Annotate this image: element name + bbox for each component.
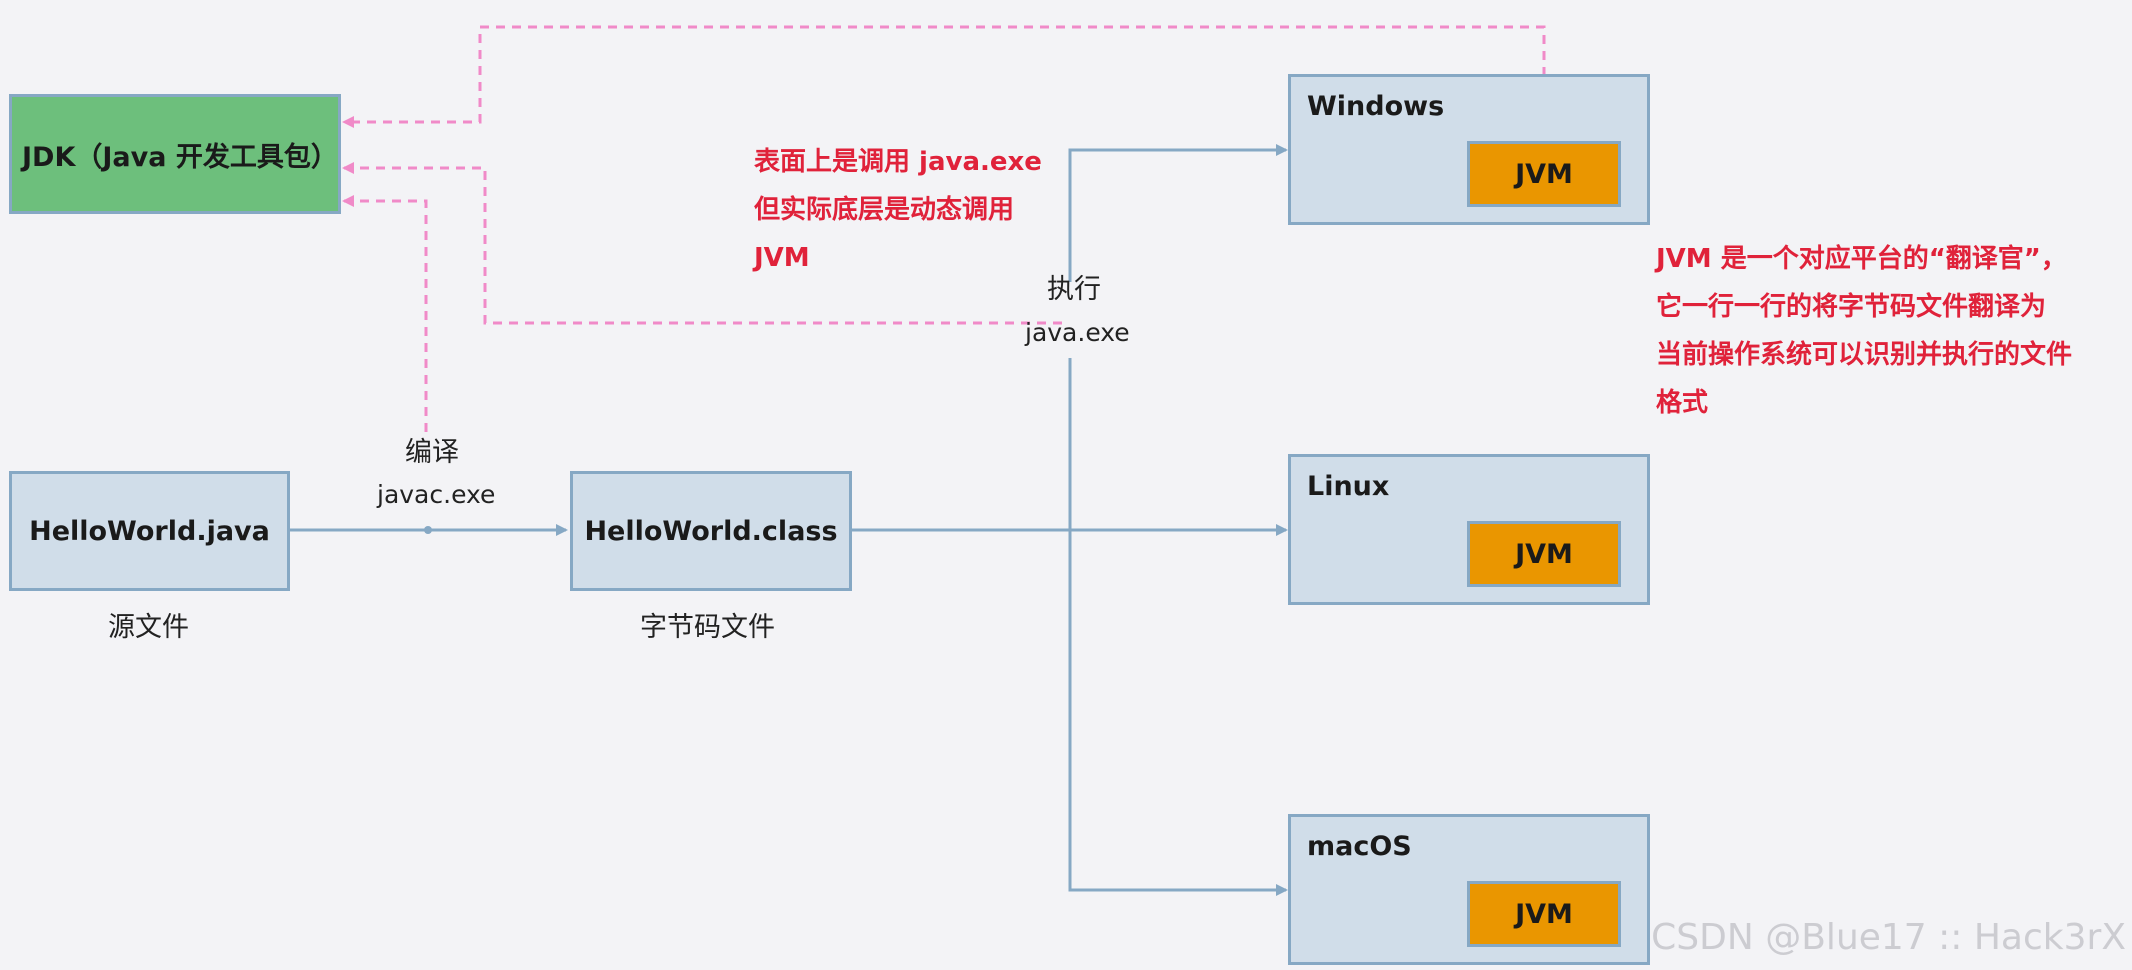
java-exe-to-jdk-dashed-arrow	[342, 162, 1062, 325]
macos-jvm-box: JVM	[1467, 881, 1621, 947]
windows-jvm-box: JVM	[1467, 141, 1621, 207]
compile-junction-dot	[424, 526, 432, 534]
platform-linux: Linux JVM	[1288, 454, 1650, 605]
jvm-to-jdk-dashed-arrow	[342, 25, 1546, 140]
jvm-note-line-1: JVM 是一个对应平台的“翻译官”，	[1656, 244, 2067, 274]
jvm-note-line-2: 它一行一行的将字节码文件翻译为	[1656, 292, 2047, 322]
execute-command-label: java.exe	[1025, 318, 1130, 347]
platform-windows-title: Windows	[1307, 91, 1445, 122]
jvm-note-line-4: 格式	[1656, 388, 1709, 418]
execute-label: 执行	[1047, 274, 1101, 305]
source-file-label: HelloWorld.java	[29, 515, 270, 547]
watermark: CSDN @Blue17 :: Hack3rX	[1651, 917, 2126, 958]
java-exe-note-line-2: 但实际底层是动态调用	[754, 195, 1015, 225]
class-file-caption: 字节码文件	[640, 612, 775, 643]
platform-macos: macOS JVM	[1288, 814, 1650, 965]
jvm-note: JVM 是一个对应平台的“翻译官”， 它一行一行的将字节码文件翻译为 当前操作系…	[1656, 235, 2072, 427]
java-exe-note: 表面上是调用 java.exe 但实际底层是动态调用 JVM	[754, 138, 1042, 282]
linux-jvm-label: JVM	[1515, 538, 1573, 570]
platform-windows: Windows JVM	[1288, 74, 1650, 225]
compile-command-label: javac.exe	[377, 480, 496, 509]
jvm-note-line-3: 当前操作系统可以识别并执行的文件	[1656, 340, 2073, 370]
linux-jvm-box: JVM	[1467, 521, 1621, 587]
javac-exe-to-jdk-dashed-arrow	[342, 195, 428, 432]
jdk-label: JDK（Java 开发工具包）	[22, 141, 338, 173]
windows-jvm-label: JVM	[1515, 158, 1573, 190]
execute-arrow-windows	[1068, 144, 1288, 282]
execute-arrow-macos	[1068, 358, 1288, 896]
java-exe-note-line-1: 表面上是调用 java.exe	[754, 147, 1042, 177]
platform-linux-title: Linux	[1307, 471, 1390, 502]
class-file-label: HelloWorld.class	[584, 515, 838, 547]
class-file-box: HelloWorld.class	[570, 471, 852, 591]
jdk-box: JDK（Java 开发工具包）	[9, 94, 341, 214]
source-file-box: HelloWorld.java	[9, 471, 290, 591]
platform-macos-title: macOS	[1307, 831, 1412, 862]
source-file-caption: 源文件	[108, 612, 189, 643]
java-exe-note-line-3: JVM	[754, 243, 810, 273]
compile-label: 编译	[405, 437, 459, 468]
macos-jvm-label: JVM	[1515, 898, 1573, 930]
